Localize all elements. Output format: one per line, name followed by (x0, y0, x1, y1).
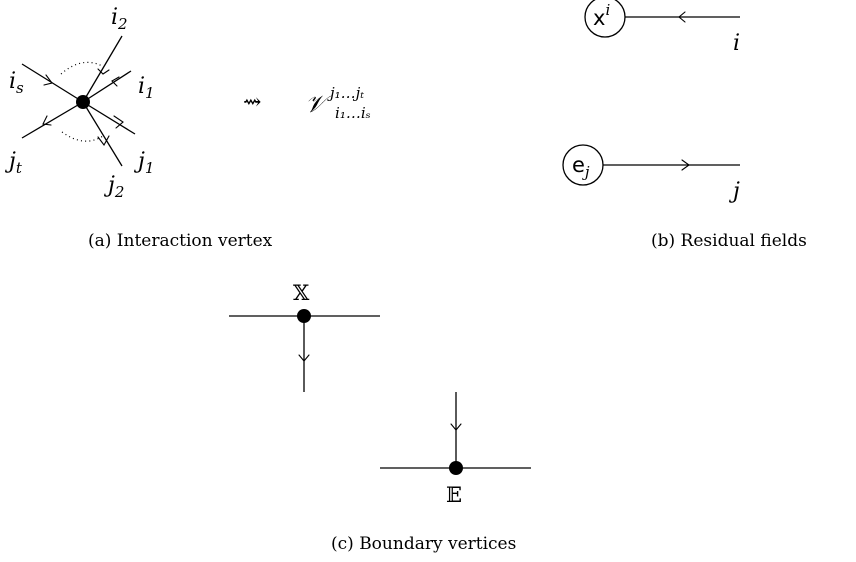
panel-a: i2 i1 is jt j1 j2 ⇝ 𝒱 j₁…jₜ i₁…iₛ (a) In… (4, 5, 371, 251)
label-is: is (9, 69, 24, 97)
caption-b: (b) Residual fields (651, 231, 807, 251)
arrow-is (43, 74, 53, 86)
e-vertex-arrow (450, 423, 462, 431)
arrow-j1 (113, 115, 124, 129)
boundary-e-label: 𝔼 (446, 483, 462, 507)
edge-i1 (82, 70, 132, 103)
x-vertex-dot (297, 309, 311, 323)
arrow-i1 (111, 76, 120, 87)
panel-c: 𝕏 𝔼 (c) Boundary vertices (229, 281, 531, 554)
arrow-jt (42, 115, 52, 126)
edge-jt (21, 101, 84, 139)
arrow-i2 (97, 68, 110, 75)
arrow-j2 (97, 135, 110, 147)
label-j1: j1 (133, 149, 154, 177)
dotted-arc-top (60, 61, 105, 75)
e-vertex-dot (449, 461, 463, 475)
dotted-arc-bottom (61, 131, 104, 142)
vertex-symbol: 𝒱 j₁…jₜ i₁…iₛ (305, 79, 371, 122)
e-field-end-label: j (728, 179, 740, 204)
label-i1: i1 (138, 74, 155, 102)
caption-c: (c) Boundary vertices (331, 534, 516, 554)
panel-b: xi i ej j (b) Residual fields (562, 0, 807, 251)
edge-j2 (82, 101, 123, 167)
x-field-arrow (678, 11, 686, 23)
caption-a: (a) Interaction vertex (88, 231, 273, 251)
edge-j1 (82, 101, 136, 135)
boundary-x-label: 𝕏 (293, 281, 310, 305)
edge-i2 (82, 35, 123, 103)
maps-to-arrow: ⇝ (243, 90, 261, 115)
interaction-vertex-dot (76, 95, 90, 109)
label-jt: jt (4, 149, 23, 177)
label-i2: i2 (111, 5, 128, 33)
e-field-label: ej (572, 153, 590, 181)
x-field-label: xi (593, 1, 610, 30)
x-vertex-arrow (298, 354, 310, 362)
label-j2: j2 (103, 173, 124, 201)
e-field-arrow (681, 159, 690, 171)
x-field-end-label: i (733, 31, 740, 56)
